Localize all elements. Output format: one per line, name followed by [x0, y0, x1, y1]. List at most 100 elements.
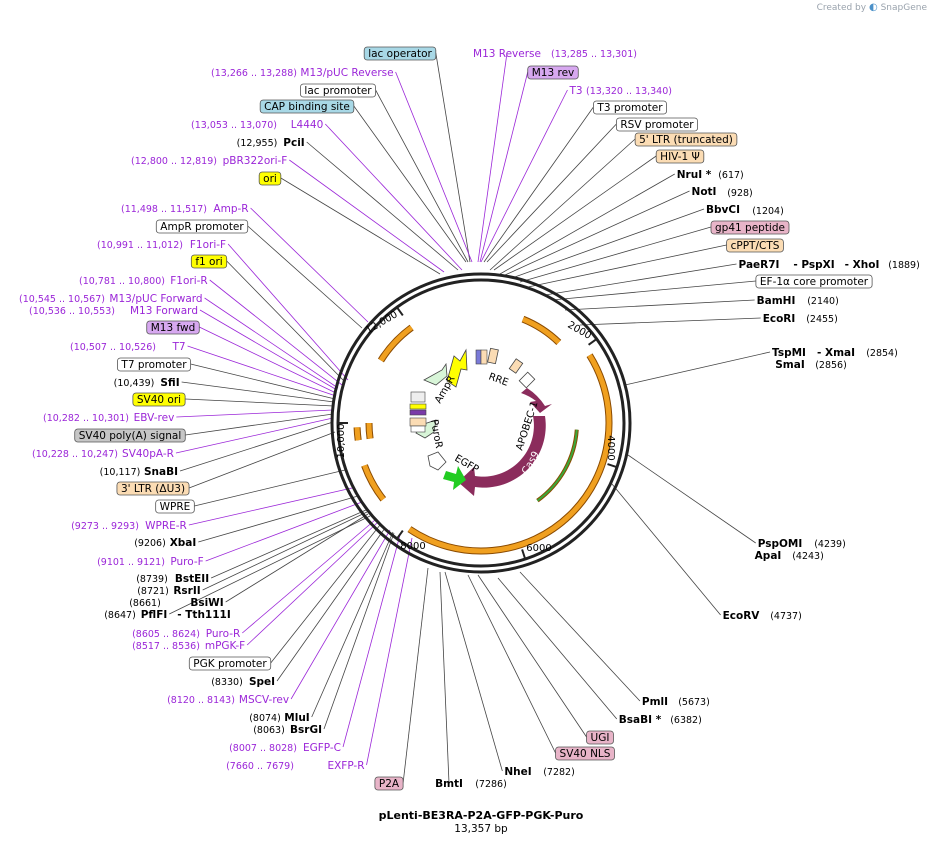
- label-pspomi[interactable]: PspOMI: [758, 538, 803, 550]
- label-xhoi-c[interactable]: (1889): [888, 260, 920, 271]
- label-ugi[interactable]: UGI: [586, 730, 614, 745]
- label-pmli[interactable]: PmlI: [642, 696, 668, 708]
- label-xmai[interactable]: - XmaI: [817, 347, 855, 359]
- label-egfpc-c[interactable]: (8007 .. 8028): [229, 743, 297, 754]
- label-purof[interactable]: Puro-F: [170, 556, 203, 568]
- label-snabi[interactable]: SnaBI: [144, 466, 178, 478]
- label-sv40-ori[interactable]: SV40 ori: [132, 392, 186, 407]
- label-pflfi[interactable]: PflFI: [141, 609, 168, 621]
- label-ori[interactable]: ori: [258, 171, 282, 186]
- label-pcii[interactable]: PciI: [283, 137, 304, 149]
- label-f1-ori[interactable]: f1 ori: [190, 254, 228, 269]
- label-bsteii[interactable]: BstEII: [175, 573, 209, 585]
- label-pflfi-c[interactable]: (8647): [104, 610, 136, 621]
- label-sv40pa[interactable]: SV40pA-R: [122, 448, 174, 460]
- label-bsabi[interactable]: BsaBI *: [619, 714, 662, 726]
- label-smai-c[interactable]: (2856): [815, 360, 847, 371]
- label-pspomi-c[interactable]: (4239): [814, 539, 846, 550]
- label-snabi-c[interactable]: (10,117): [100, 467, 141, 478]
- label-m13-pucrev-c[interactable]: (13,266 .. 13,288): [211, 68, 297, 79]
- label-mpgk[interactable]: mPGK-F: [205, 640, 245, 652]
- label-lac-promoter[interactable]: lac promoter: [300, 83, 376, 98]
- label-ampr-promoter[interactable]: AmpR promoter: [155, 219, 249, 234]
- label-bbvci-c[interactable]: (1204): [752, 206, 784, 217]
- label-sv40pa-c[interactable]: (10,228 .. 10,247): [32, 449, 118, 460]
- label-m13-fwd-c[interactable]: (10,536 .. 10,553): [29, 306, 115, 317]
- label-apai-c[interactable]: (4243): [792, 551, 824, 562]
- label-gp41[interactable]: gp41 peptide: [710, 220, 790, 235]
- label-m13-rev[interactable]: M13 rev: [527, 65, 579, 80]
- label-m13puc-fwd[interactable]: M13/pUC Forward: [109, 293, 202, 305]
- label-bsiwi-c[interactable]: (8661): [129, 598, 161, 609]
- label-smai[interactable]: SmaI: [775, 359, 805, 371]
- label-cap-site[interactable]: CAP binding site: [259, 99, 355, 114]
- label-m13-pucrev[interactable]: M13/pUC Reverse: [300, 67, 393, 79]
- label-ebv-c[interactable]: (10,282 .. 10,301): [43, 413, 129, 424]
- label-t7-promoter[interactable]: T7 promoter: [117, 357, 191, 372]
- label-noti-c[interactable]: (928): [727, 188, 753, 199]
- label-lac-operator[interactable]: lac operator: [363, 46, 437, 61]
- label-noti[interactable]: NotI: [692, 186, 717, 198]
- label-nhei-c[interactable]: (7282): [543, 767, 575, 778]
- label-t3-promoter[interactable]: T3 promoter: [593, 100, 667, 115]
- label-tth[interactable]: - Tth111I: [177, 609, 231, 621]
- label-m13puc-fwd-c[interactable]: (10,545 .. 10,567): [19, 294, 105, 305]
- label-m13fwd-box[interactable]: M13 fwd: [146, 320, 200, 335]
- label-pspxi[interactable]: - PspXI: [793, 259, 834, 271]
- label-l4440-c[interactable]: (13,053 .. 13,070): [191, 120, 277, 131]
- label-exfp[interactable]: EXFP-R: [327, 760, 364, 772]
- label-bsrgi[interactable]: BsrGI: [290, 724, 322, 736]
- label-msvc[interactable]: MSCV-rev: [239, 694, 289, 706]
- label-pcii-c[interactable]: (12,955): [237, 138, 278, 149]
- label-wpre[interactable]: WPRE: [155, 499, 195, 514]
- label-m13-reverse-c[interactable]: (13,285 .. 13,301): [551, 49, 637, 60]
- label-pgk-promoter[interactable]: PGK promoter: [188, 656, 272, 671]
- label-apai[interactable]: ApaI: [755, 550, 782, 562]
- label-mpgk-c[interactable]: (8517 .. 8536): [132, 641, 200, 652]
- label-ampr-f-c[interactable]: (11,498 .. 11,517): [121, 204, 207, 215]
- label-sfii-c[interactable]: (10,439): [114, 378, 155, 389]
- label-xhoi[interactable]: - XhoI: [845, 259, 880, 271]
- label-bbvci[interactable]: BbvCI: [706, 204, 740, 216]
- label-f1ori-f-c[interactable]: (10,991 .. 11,012): [97, 240, 183, 251]
- label-xmai-c[interactable]: (2854): [866, 348, 898, 359]
- label-pbr-c[interactable]: (12,800 .. 12,819): [131, 156, 217, 167]
- label-l4440[interactable]: L4440: [291, 119, 324, 131]
- label-ecorv-c[interactable]: (4737): [770, 611, 802, 622]
- label-xbai-c[interactable]: (9206): [134, 538, 166, 549]
- label-nrui[interactable]: NruI *: [677, 169, 712, 181]
- label-m13-fwd[interactable]: M13 Forward: [130, 305, 198, 317]
- label-t3[interactable]: T3: [568, 85, 582, 97]
- label-ecori-c[interactable]: (2455): [806, 314, 838, 325]
- label-wpre-r-c[interactable]: (9273 .. 9293): [71, 521, 139, 532]
- label-f1ori-r-c[interactable]: (10,781 .. 10,800): [79, 276, 165, 287]
- label-exfp-c[interactable]: (7660 .. 7679): [226, 761, 294, 772]
- label-spei-c[interactable]: (8330): [211, 677, 243, 688]
- label-ltr5[interactable]: 5' LTR (truncated): [634, 132, 738, 147]
- label-rsrii[interactable]: RsrII: [173, 585, 200, 597]
- label-t3-c[interactable]: (13,320 .. 13,340): [586, 86, 672, 97]
- label-purof-c[interactable]: (9101 .. 9121): [97, 557, 165, 568]
- label-xbai[interactable]: XbaI: [170, 537, 197, 549]
- label-ecori[interactable]: EcoRI: [763, 313, 796, 325]
- label-sv40-nls[interactable]: SV40 NLS: [555, 746, 615, 761]
- label-puror[interactable]: Puro-R: [206, 628, 241, 640]
- label-msvc-c[interactable]: (8120 .. 8143): [167, 695, 235, 706]
- label-t7-c[interactable]: (10,507 .. 10,526): [70, 342, 156, 353]
- label-mlui[interactable]: MluI: [284, 712, 309, 724]
- label-nhei[interactable]: NheI: [504, 766, 531, 778]
- label-pmli-c[interactable]: (5673): [678, 697, 710, 708]
- label-bsabi-c[interactable]: (6382): [670, 715, 702, 726]
- label-ebv[interactable]: EBV-rev: [134, 412, 175, 424]
- label-puror-c[interactable]: (8605 .. 8624): [132, 629, 200, 640]
- label-nrui-c[interactable]: (617): [718, 170, 744, 181]
- label-paer7i[interactable]: PaeR7I: [739, 259, 780, 271]
- label-f1ori-f[interactable]: F1ori-F: [190, 239, 226, 251]
- label-sfii[interactable]: SfiI: [160, 377, 179, 389]
- label-ampr-f[interactable]: Amp-R: [213, 203, 248, 215]
- label-ecorv[interactable]: EcoRV: [723, 610, 761, 622]
- label-m13-reverse[interactable]: M13 Reverse: [473, 48, 541, 60]
- label-pbr[interactable]: pBR322ori-F: [223, 155, 288, 167]
- label-t7[interactable]: T7: [171, 341, 185, 353]
- label-mlui-c[interactable]: (8074): [249, 713, 281, 724]
